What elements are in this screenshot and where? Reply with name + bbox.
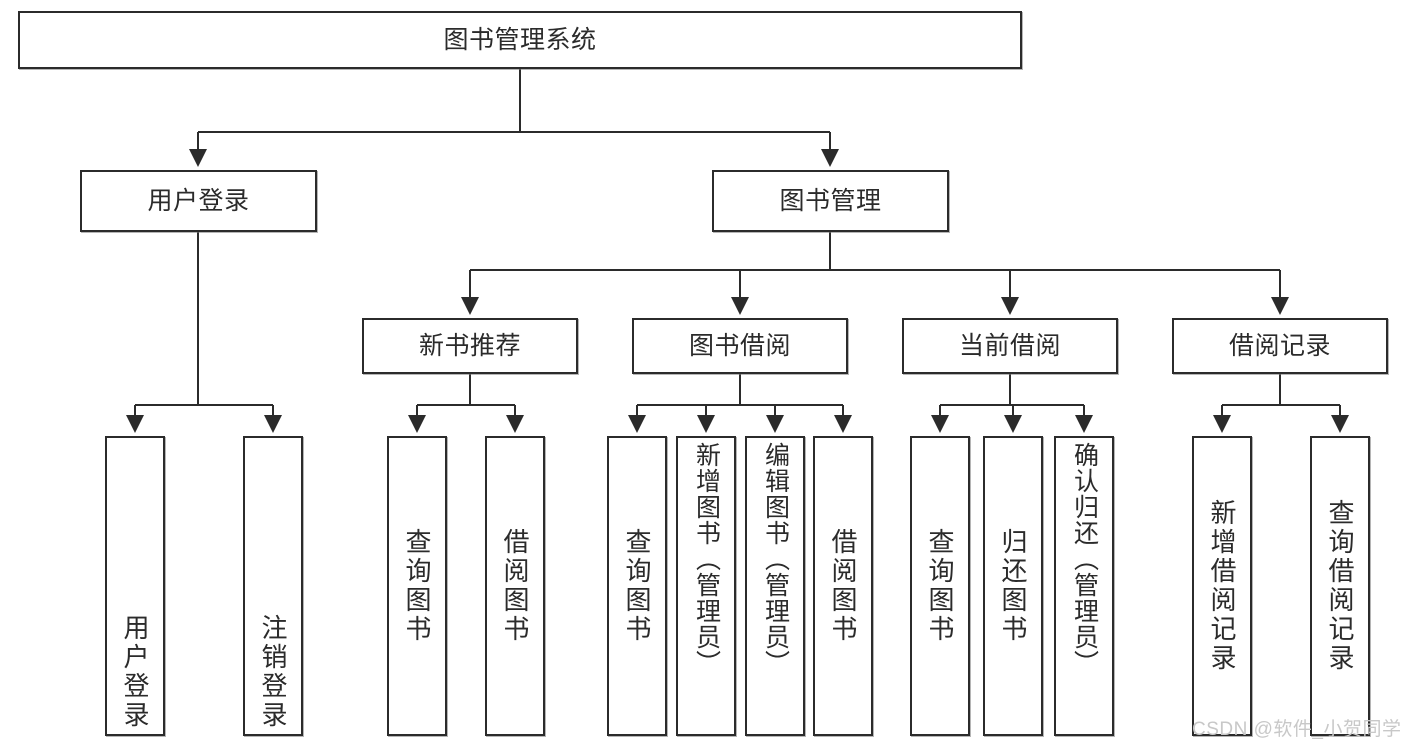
node-leaf-return-book[interactable]: 归还图书 — [983, 436, 1043, 736]
node-leaf-confirm-return[interactable]: 确认归还（管理员） — [1054, 436, 1114, 736]
node-leaf-borrow-book-2-label: 借阅图书 — [828, 528, 858, 644]
node-leaf-edit-book-label: 编辑图书（管理员） — [761, 442, 790, 676]
node-user-login-module-label: 用户登录 — [147, 186, 250, 215]
node-leaf-add-book-label: 新增图书（管理员） — [692, 442, 721, 676]
node-leaf-user-logout[interactable]: 注销登录 — [243, 436, 303, 736]
node-leaf-edit-book[interactable]: 编辑图书（管理员） — [745, 436, 805, 736]
node-leaf-return-book-label: 归还图书 — [998, 528, 1028, 644]
node-current-borrow[interactable]: 当前借阅 — [902, 318, 1118, 374]
node-leaf-add-record-label: 新增借阅记录 — [1207, 499, 1237, 673]
edge-bookmanage-to-level3 — [461, 232, 1289, 315]
node-user-login-module[interactable]: 用户登录 — [80, 170, 317, 232]
edge-root-to-level2 — [189, 69, 839, 167]
node-leaf-add-record[interactable]: 新增借阅记录 — [1192, 436, 1252, 736]
node-leaf-query-record-label: 查询借阅记录 — [1325, 499, 1355, 673]
edge-borrowrecord-to-leaves — [1213, 374, 1349, 433]
node-leaf-query-book-1[interactable]: 查询图书 — [387, 436, 447, 736]
node-book-borrow[interactable]: 图书借阅 — [632, 318, 848, 374]
node-book-manage-module[interactable]: 图书管理 — [712, 170, 949, 232]
node-borrow-record-label: 借阅记录 — [1228, 331, 1331, 360]
edge-newbook-to-leaves — [408, 374, 524, 433]
node-leaf-confirm-return-label: 确认归还（管理员） — [1070, 442, 1099, 676]
node-leaf-query-record[interactable]: 查询借阅记录 — [1310, 436, 1370, 736]
edge-bookborrow-to-leaves — [628, 374, 852, 433]
node-leaf-borrow-book-1-label: 借阅图书 — [500, 528, 530, 644]
watermark-text: CSDN @软件_小贺同学 — [1192, 719, 1402, 740]
node-leaf-borrow-book-1[interactable]: 借阅图书 — [485, 436, 545, 736]
node-leaf-add-book[interactable]: 新增图书（管理员） — [676, 436, 736, 736]
node-new-book-recommend-label: 新书推荐 — [418, 331, 521, 360]
node-leaf-query-book-3[interactable]: 查询图书 — [910, 436, 970, 736]
node-book-borrow-label: 图书借阅 — [688, 331, 791, 360]
node-book-manage-module-label: 图书管理 — [779, 186, 882, 215]
node-root-label: 图书管理系统 — [443, 25, 597, 54]
node-leaf-user-logout-label: 注销登录 — [258, 614, 288, 730]
node-leaf-query-book-2-label: 查询图书 — [622, 528, 652, 644]
node-new-book-recommend[interactable]: 新书推荐 — [362, 318, 578, 374]
node-root[interactable]: 图书管理系统 — [18, 11, 1022, 69]
node-leaf-borrow-book-2[interactable]: 借阅图书 — [813, 436, 873, 736]
node-borrow-record[interactable]: 借阅记录 — [1172, 318, 1388, 374]
edge-userlogin-to-leaves — [126, 232, 282, 433]
node-leaf-user-login-label: 用户登录 — [120, 614, 150, 730]
node-current-borrow-label: 当前借阅 — [958, 331, 1061, 360]
node-leaf-query-book-2[interactable]: 查询图书 — [607, 436, 667, 736]
node-leaf-query-book-1-label: 查询图书 — [402, 528, 432, 644]
edge-currentborrow-to-leaves — [931, 374, 1093, 433]
node-leaf-query-book-3-label: 查询图书 — [925, 528, 955, 644]
node-leaf-user-login[interactable]: 用户登录 — [105, 436, 165, 736]
